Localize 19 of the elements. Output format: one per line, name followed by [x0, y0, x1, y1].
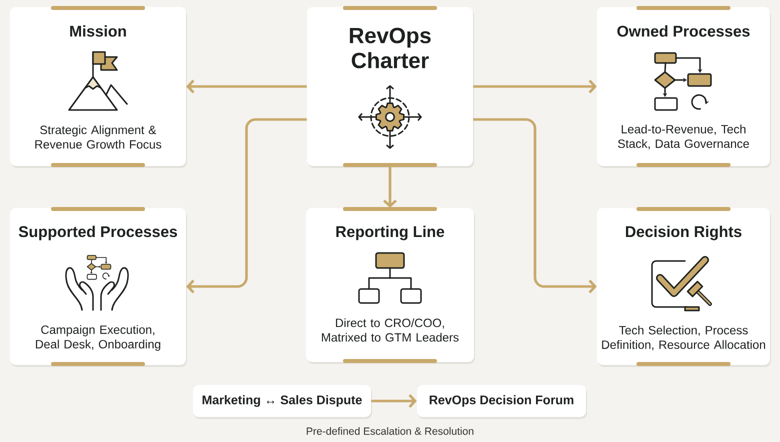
info-card: Supported Processes Campaign Execution, Deal Desk, Onboarding: [10, 207, 187, 367]
arrow: [473, 118, 597, 294]
arrow: [186, 118, 307, 294]
arrow: [186, 80, 307, 94]
arrow: [383, 166, 397, 208]
arrow: [473, 80, 597, 94]
info-card: Owned Processes Lead-to-Revenue, Tech Stack, Data Governance: [597, 6, 771, 168]
info-card: Decision Rights Tech Selection, Process Definition, Resource Allocation: [597, 207, 771, 367]
arrow: [371, 394, 417, 408]
info-card: Mission Strategic Alignment & Revenue Growth Focus: [10, 6, 187, 168]
title-card: RevOps Charter: [307, 6, 474, 168]
node-label: Mission: [70, 25, 126, 37]
node-label: Campaign Execution, Deal Desk, Onboarding: [36, 325, 160, 351]
rounded-box: RevOps Decision Forum: [417, 385, 587, 419]
node-label: Strategic Alignment & Revenue Growth Focus: [35, 125, 162, 149]
rounded-box: Marketing ↔ Sales Dispute: [193, 385, 372, 419]
info-card: Reporting Line Direct to CRO/COO, Matrixed to GTM Leaders: [306, 207, 475, 364]
note-text: Pre-defined Escalation & Resolution: [306, 427, 474, 435]
node-label: Supported Processes: [18, 226, 178, 240]
